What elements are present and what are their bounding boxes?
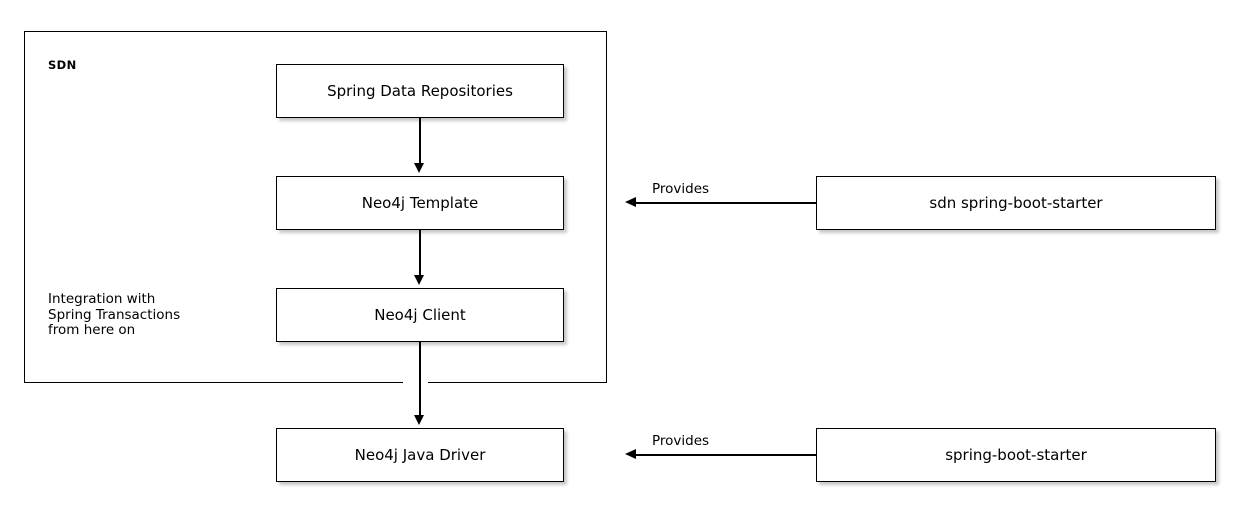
edge-template-to-client-line xyxy=(419,230,421,276)
edge-repositories-to-template-line xyxy=(419,118,421,164)
node-neo4j-template[interactable]: Neo4j Template xyxy=(276,176,564,230)
edge-sdn-starter-to-template-line xyxy=(636,202,816,204)
edge-label-provides-template: Provides xyxy=(652,181,710,197)
node-sdn-spring-boot-starter[interactable]: sdn spring-boot-starter xyxy=(816,176,1216,230)
edge-starter-to-driver-line xyxy=(636,454,816,456)
edge-template-to-client-arrowhead xyxy=(414,275,424,285)
node-neo4j-client[interactable]: Neo4j Client xyxy=(276,288,564,342)
edge-starter-to-driver-arrowhead xyxy=(625,449,636,459)
sdn-group-label: SDN xyxy=(48,58,77,72)
node-spring-data-repositories[interactable]: Spring Data Repositories xyxy=(276,64,564,118)
sdn-group-container xyxy=(24,31,607,383)
edge-label-provides-driver: Provides xyxy=(652,433,710,449)
edge-client-to-driver-line xyxy=(419,342,421,416)
node-neo4j-java-driver[interactable]: Neo4j Java Driver xyxy=(276,428,564,482)
sdn-group-border-gap xyxy=(403,378,428,387)
edge-sdn-starter-to-template-arrowhead xyxy=(625,197,636,207)
transactions-note: Integration with Spring Transactions fro… xyxy=(48,291,181,338)
edge-client-to-driver-arrowhead xyxy=(414,415,424,425)
node-spring-boot-starter[interactable]: spring-boot-starter xyxy=(816,428,1216,482)
edge-repositories-to-template-arrowhead xyxy=(414,163,424,173)
